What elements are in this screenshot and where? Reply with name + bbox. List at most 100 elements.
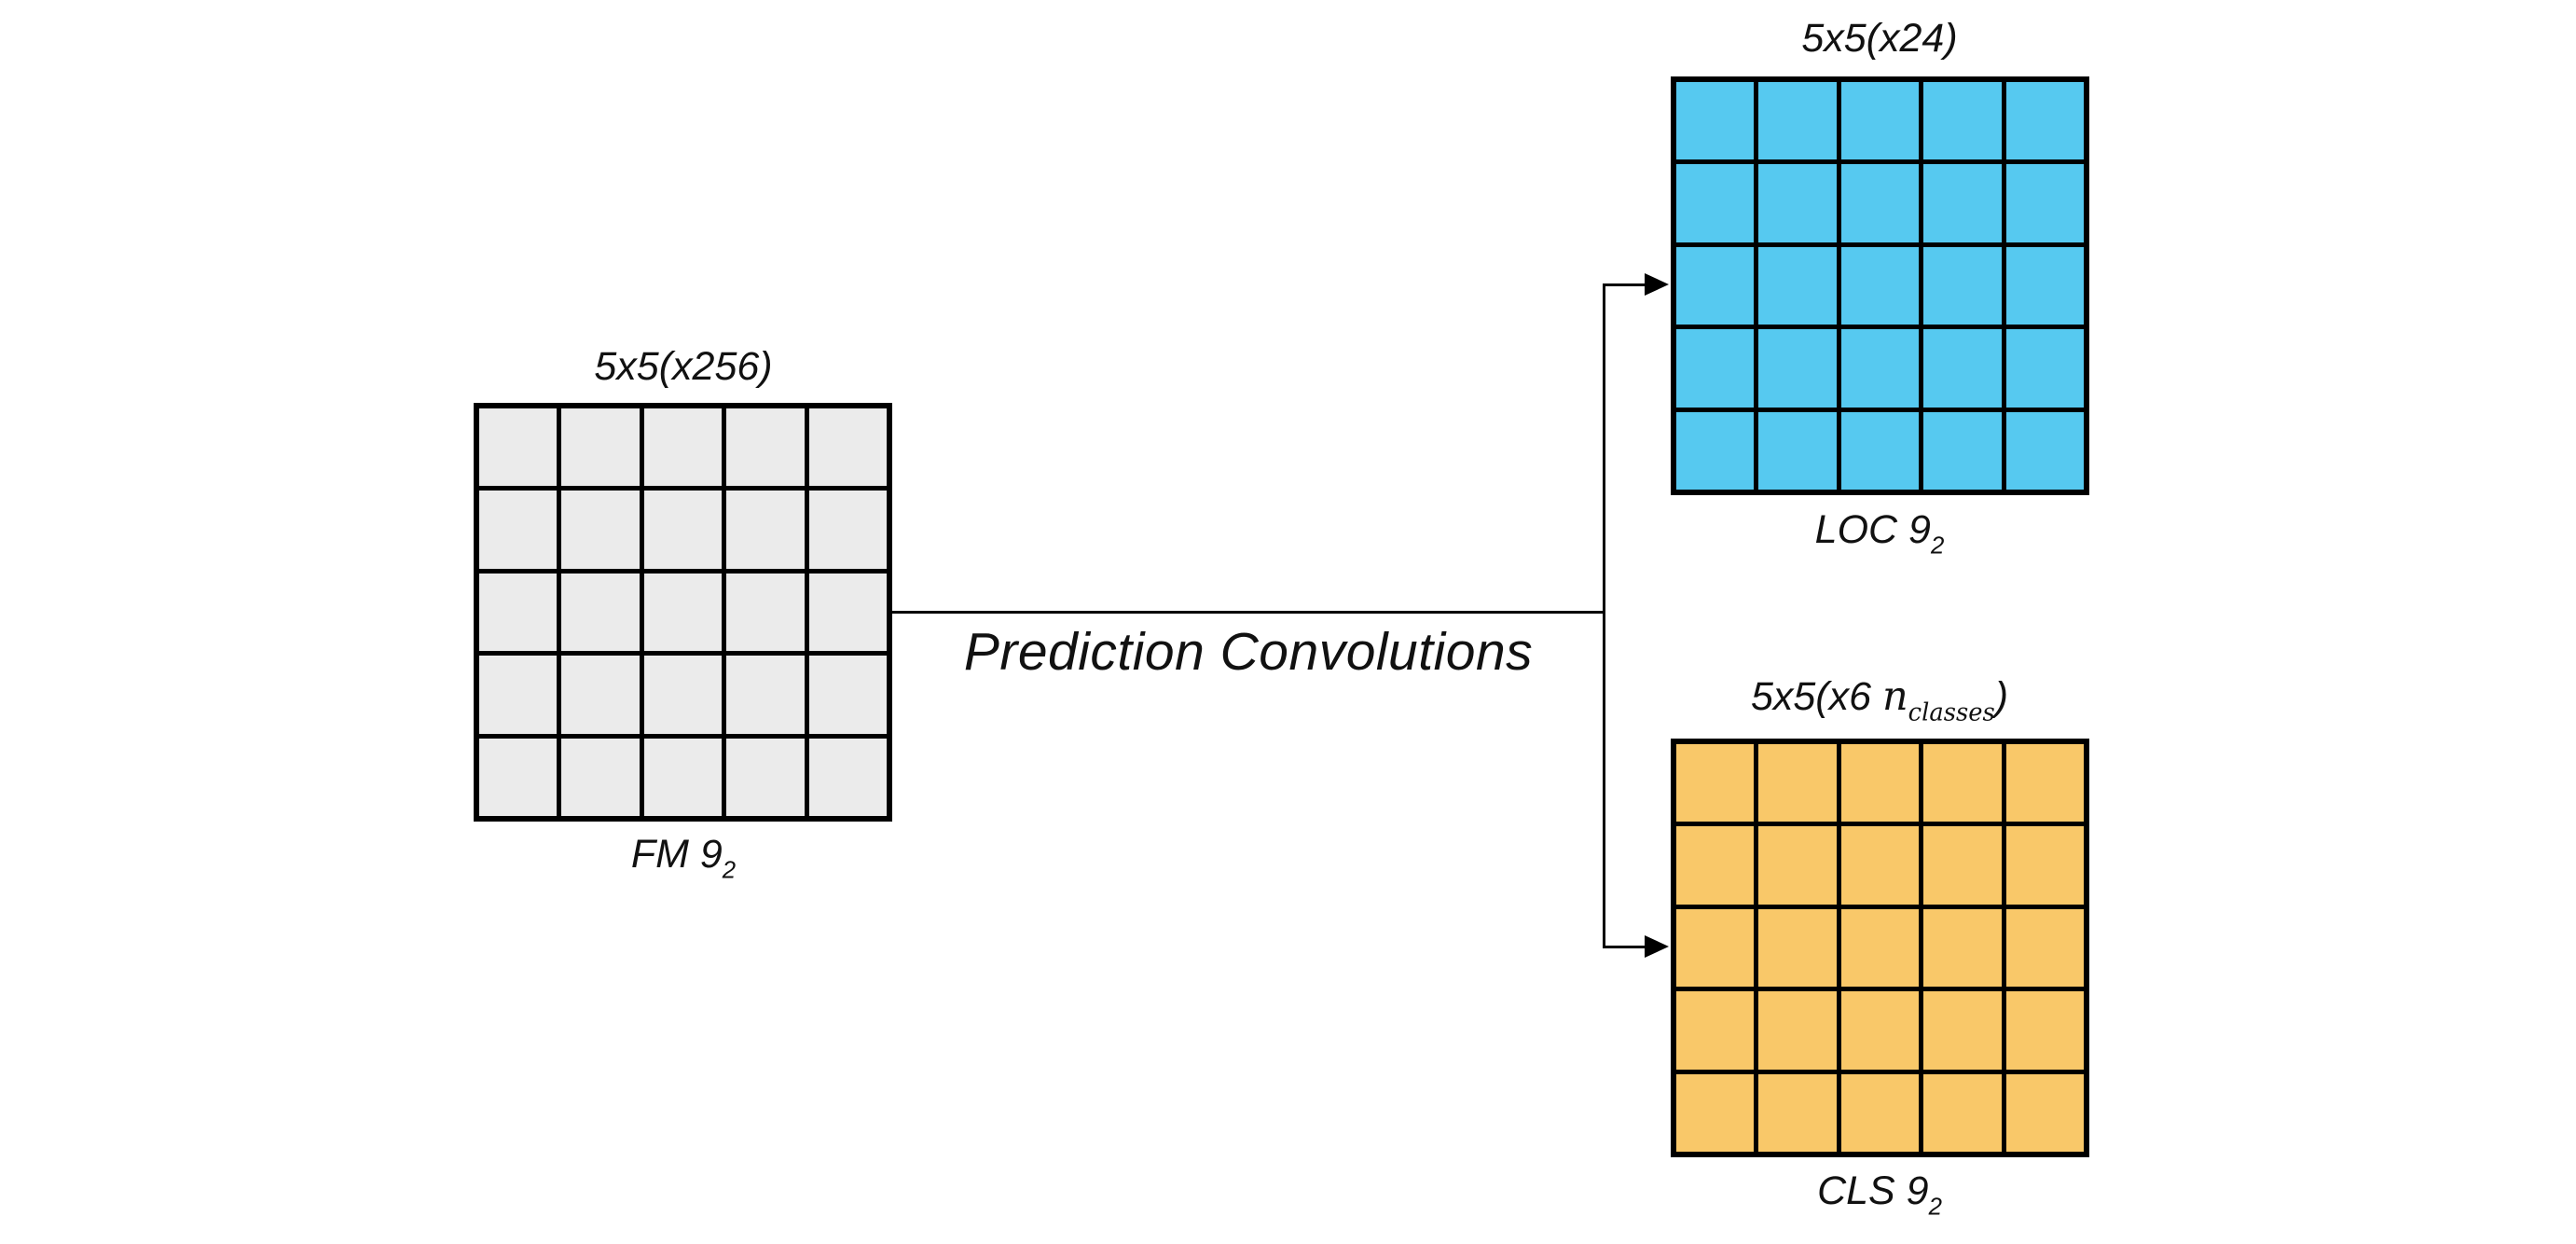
fm-grid-name-subscript: 2 [722, 857, 737, 884]
grid-cell [1840, 411, 1920, 490]
fm-grid-name: FM 9 [630, 832, 723, 877]
cls-grid-name-subscript: 2 [1928, 1194, 1942, 1221]
grid-cell [2005, 826, 2084, 905]
grid-cell [2005, 329, 2084, 408]
grid-cell [1758, 826, 1837, 905]
loc-grid-top-label: 5x5(x24) [1801, 16, 1958, 61]
grid-cell [1676, 164, 1755, 242]
cls-top-label-variable-subscript: classes [1908, 698, 1995, 727]
grid-cell [1840, 246, 1920, 325]
grid-cell [808, 738, 887, 816]
grid-cell [808, 408, 887, 487]
grid-cell [1676, 908, 1755, 988]
grid-cell [2005, 164, 2084, 242]
grid-cell [1758, 411, 1837, 490]
grid-cell [808, 656, 887, 734]
fm-grid [474, 403, 892, 822]
connector-bottom-branch-line [1603, 946, 1647, 948]
grid-cell [808, 491, 887, 569]
grid-cell [1676, 991, 1755, 1070]
grid-cell [1676, 82, 1755, 160]
grid-cell [2005, 908, 2084, 988]
cls-grid [1671, 739, 2089, 1157]
grid-cell [2005, 991, 2084, 1070]
grid-cell [1676, 1073, 1755, 1152]
grid-cell [643, 408, 723, 487]
grid-cell [1840, 82, 1920, 160]
grid-cell [1840, 744, 1920, 822]
fm-grid-top-label: 5x5(x256) [594, 344, 773, 389]
grid-cell [1676, 246, 1755, 325]
fm-grid-bottom-label: FM 92 [630, 832, 737, 884]
grid-cell [561, 738, 640, 816]
grid-cell [1923, 329, 2002, 408]
grid-cell [1923, 82, 2002, 160]
grid-cell [1840, 908, 1920, 988]
grid-cell [2005, 744, 2084, 822]
grid-cell [1923, 991, 2002, 1070]
arrowhead-to-cls-icon [1645, 935, 1669, 958]
grid-cell [479, 656, 558, 734]
grid-cell [1676, 826, 1755, 905]
cls-top-label-prefix: 5x5(x6 [1750, 674, 1882, 719]
grid-cell [1840, 991, 1920, 1070]
grid-cell [643, 491, 723, 569]
grid-cell [1676, 411, 1755, 490]
cls-grid-name: CLS 9 [1817, 1168, 1929, 1213]
grid-cell [726, 656, 805, 734]
grid-cell [726, 491, 805, 569]
grid-cell [2005, 1073, 2084, 1152]
grid-cell [1758, 744, 1837, 822]
grid-cell [1923, 1073, 2002, 1152]
grid-cell [643, 738, 723, 816]
grid-cell [479, 573, 558, 652]
grid-cell [1840, 826, 1920, 905]
grid-cell [1676, 744, 1755, 822]
grid-cell [1840, 329, 1920, 408]
grid-cell [808, 573, 887, 652]
connector-main-line [892, 611, 1605, 614]
connector-top-branch-line [1603, 283, 1647, 286]
loc-grid [1671, 76, 2089, 495]
grid-cell [561, 573, 640, 652]
grid-cell [1840, 1073, 1920, 1152]
loc-grid-name: LOC 9 [1814, 507, 1931, 552]
grid-cell [479, 491, 558, 569]
grid-cell [726, 573, 805, 652]
connector-vertical-line [1603, 283, 1605, 948]
grid-cell [726, 738, 805, 816]
grid-cell [479, 738, 558, 816]
grid-cell [1923, 744, 2002, 822]
loc-grid-bottom-label: LOC 92 [1814, 507, 1945, 560]
cls-grid-bottom-label: CLS 92 [1817, 1168, 1942, 1221]
grid-cell [561, 408, 640, 487]
grid-cell [2005, 82, 2084, 160]
grid-cell [1758, 908, 1837, 988]
grid-cell [726, 408, 805, 487]
grid-cell [643, 573, 723, 652]
cls-top-label-variable: n [1881, 673, 1908, 720]
grid-cell [1923, 826, 2002, 905]
cls-top-label-suffix: ) [1994, 674, 2009, 719]
grid-cell [1840, 164, 1920, 242]
arrowhead-to-loc-icon [1645, 273, 1669, 296]
grid-cell [1923, 411, 2002, 490]
grid-cell [1923, 164, 2002, 242]
grid-cell [561, 656, 640, 734]
connector-label: Prediction Convolutions [963, 622, 1534, 682]
grid-cell [643, 656, 723, 734]
grid-cell [561, 491, 640, 569]
cls-grid-top-label: 5x5(x6 nclasses) [1750, 673, 2009, 727]
grid-cell [2005, 411, 2084, 490]
grid-cell [1676, 329, 1755, 408]
grid-cell [1758, 991, 1837, 1070]
grid-cell [1758, 1073, 1837, 1152]
grid-cell [1923, 246, 2002, 325]
loc-grid-name-subscript: 2 [1930, 532, 1945, 560]
grid-cell [1758, 82, 1837, 160]
grid-cell [1758, 329, 1837, 408]
grid-cell [479, 408, 558, 487]
grid-cell [1923, 908, 2002, 988]
grid-cell [2005, 246, 2084, 325]
